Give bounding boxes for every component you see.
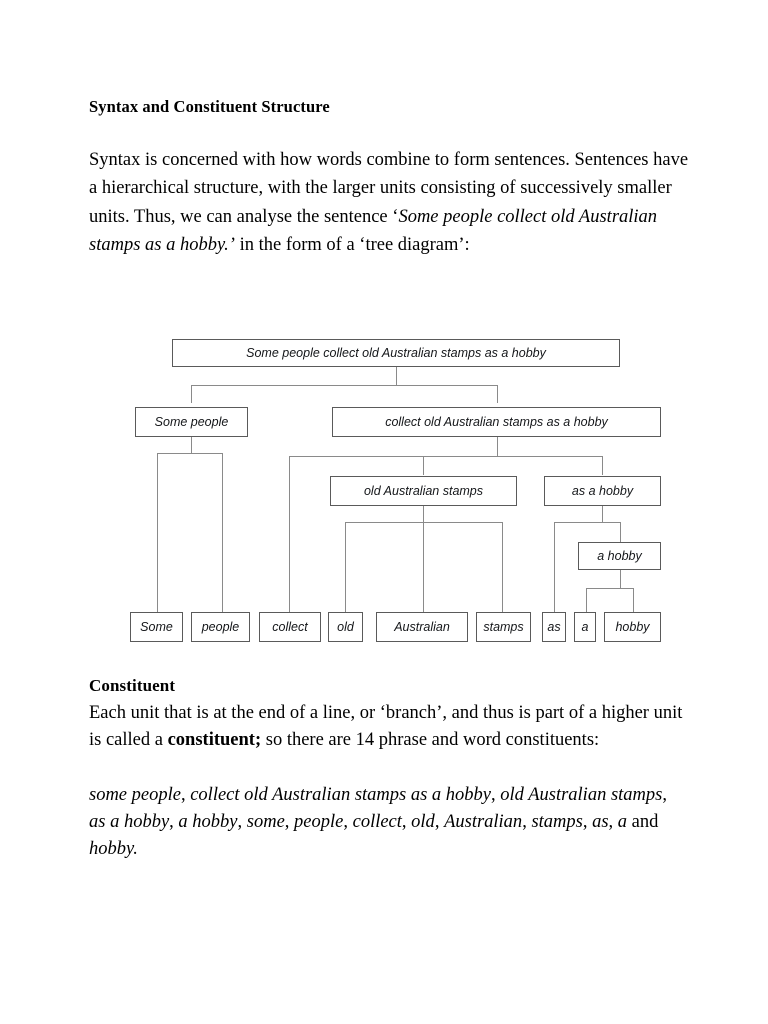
constituent-separator: ,: [582, 812, 593, 833]
connector-to-leaf-a: [586, 588, 587, 612]
connector-adjunct-bar: [554, 522, 621, 523]
constituent-list: some people, collect old Australian stam…: [89, 782, 679, 864]
connector-to-predicate: [497, 385, 498, 403]
tree-leaf-old: old: [328, 612, 363, 642]
constituent-separator: ,: [662, 785, 667, 805]
constituent-separator: ,: [237, 812, 247, 833]
tree-leaf-stamps: stamps: [476, 612, 531, 642]
constituent-item: people: [294, 812, 344, 833]
constituent-item: a hobby: [178, 812, 238, 833]
connector-to-leaf-stamps: [502, 522, 503, 612]
connector-predicate-down: [497, 437, 498, 456]
intro-text-part1: Syntax is concerned with how words combi…: [89, 150, 689, 227]
intro-text-part2: in the form of a ‘tree diagram’:: [234, 234, 470, 255]
constituent-separator: ,: [169, 812, 179, 833]
constituent-separator: ,: [180, 785, 191, 805]
constituent-paragraph: Each unit that is at the end of a line, …: [89, 700, 689, 754]
tree-node-old-australian-stamps: old Australian stamps: [330, 476, 517, 506]
constituent-item: a: [617, 812, 628, 833]
connector-to-leaf-as: [554, 522, 555, 612]
constituent-separator: ,: [522, 812, 532, 833]
constituent-terminator: .: [133, 839, 138, 860]
constituent-item: stamps: [531, 812, 583, 833]
intro-example-sentence: Some people collect old Australian stamp…: [89, 206, 658, 255]
constituent-separator: and: [627, 812, 659, 833]
connector-some-people-bar: [157, 453, 223, 454]
constituent-separator: ,: [608, 812, 618, 833]
tree-node-collect-predicate: collect old Australian stamps as a hobby: [332, 407, 661, 437]
connector-adjunct-down: [602, 506, 603, 522]
connector-to-adjunct: [602, 456, 603, 475]
connector-to-a-hobby: [620, 522, 621, 542]
constituent-separator: ,: [343, 812, 353, 833]
connector-to-subject: [191, 385, 192, 403]
connector-object-down: [423, 506, 424, 522]
tree-node-root: Some people collect old Australian stamp…: [172, 339, 620, 367]
constituent-bold-term: constituent;: [167, 730, 262, 751]
connector-level2-bar: [191, 385, 498, 386]
connector-a-hobby-bar: [586, 588, 634, 589]
tree-leaf-a: a: [574, 612, 596, 642]
connector-root-down: [396, 367, 397, 385]
constituent-item: hobby: [89, 839, 134, 860]
constituent-separator: ,: [434, 812, 445, 833]
tree-leaf-collect: collect: [259, 612, 321, 642]
page-title: Syntax and Constituent Structure: [89, 97, 330, 116]
constituent-separator: ,: [491, 785, 501, 805]
tree-leaf-hobby: hobby: [604, 612, 661, 642]
tree-leaf-some: Some: [130, 612, 183, 642]
constituent-text-part1: Each unit that is at the end of a line, …: [89, 703, 683, 751]
tree-leaf-australian: Australian: [376, 612, 468, 642]
connector-to-leaf-collect: [289, 456, 290, 612]
tree-leaf-people: people: [191, 612, 250, 642]
constituent-item: collect: [352, 812, 402, 833]
constituent-item: old: [411, 812, 435, 833]
tree-node-some-people: Some people: [135, 407, 248, 437]
constituent-item: as: [592, 812, 609, 833]
connector-to-leaf-people: [222, 453, 223, 612]
constituent-text-part2: so there are 14 phrase and word constitu…: [261, 730, 600, 751]
intro-paragraph: Syntax is concerned with how words combi…: [89, 146, 689, 259]
constituent-item: as a hobby: [89, 812, 170, 833]
constituent-separator: ,: [401, 812, 412, 833]
tree-node-a-hobby: a hobby: [578, 542, 661, 570]
connector-a-hobby-down: [620, 570, 621, 588]
connector-to-leaf-old: [345, 522, 346, 612]
constituent-item: some: [246, 812, 285, 833]
connector-level3-bar: [289, 456, 603, 457]
connector-to-leaf-australian: [423, 522, 424, 612]
constituent-item: collect old Australian stamps as a hobby: [190, 785, 492, 805]
constituent-separator: ,: [284, 812, 295, 833]
constituent-item: some people: [89, 785, 181, 805]
connector-to-leaf-hobby: [633, 588, 634, 612]
constituent-heading: Constituent: [89, 676, 176, 695]
constituent-item: Australian: [444, 812, 523, 833]
connector-some-people-down: [191, 437, 192, 453]
tree-leaf-as: as: [542, 612, 566, 642]
tree-node-as-a-hobby: as a hobby: [544, 476, 661, 506]
constituent-item: old Australian stamps: [500, 785, 663, 805]
connector-to-leaf-some: [157, 453, 158, 612]
connector-to-object: [423, 456, 424, 475]
